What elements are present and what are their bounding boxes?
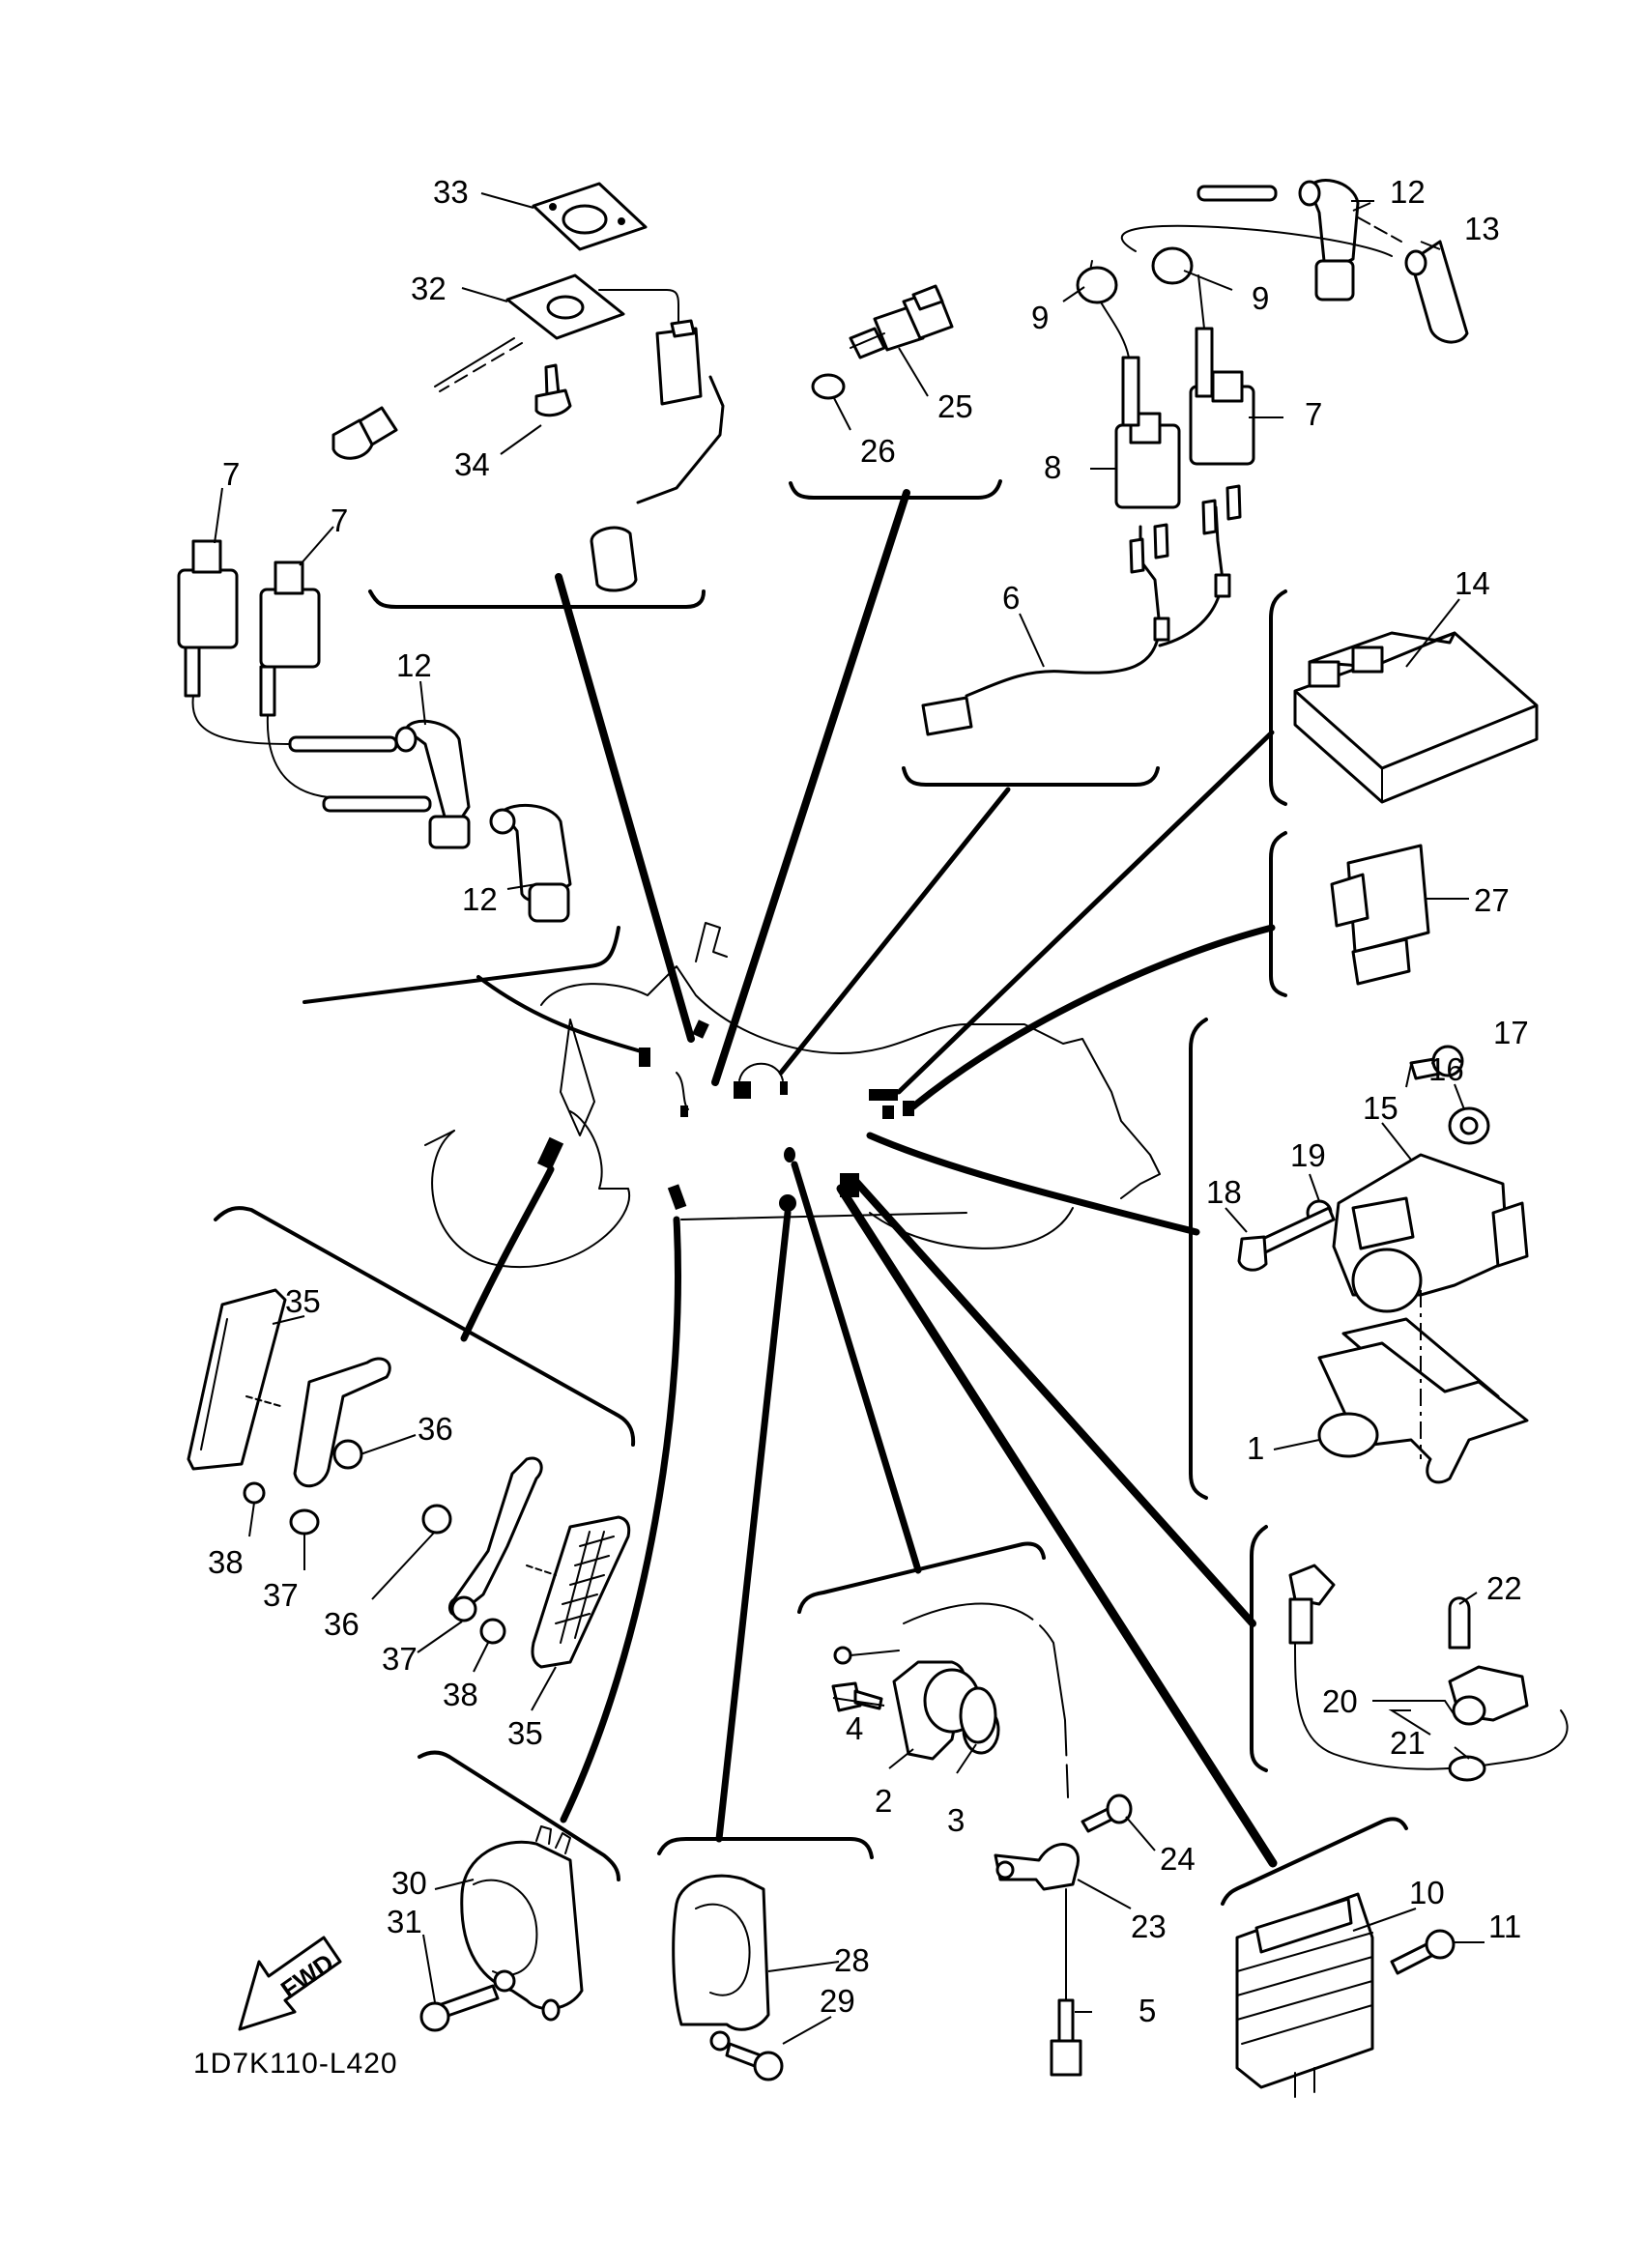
callout-30: 30	[391, 1865, 427, 1901]
callout-7c: 7	[1305, 396, 1322, 432]
callout-6: 6	[1002, 580, 1020, 616]
leader-lines	[214, 192, 1484, 2045]
callout-25: 25	[937, 388, 973, 424]
callout-13: 13	[1464, 211, 1500, 246]
callout-12c: 12	[1390, 174, 1426, 210]
callout-37a: 37	[263, 1577, 299, 1613]
callout-9b: 9	[1252, 280, 1269, 316]
pointer-lines	[460, 489, 1278, 1868]
callout-37b: 37	[382, 1641, 418, 1677]
ecu-icon	[1293, 631, 1539, 804]
callout-34: 34	[454, 446, 490, 482]
callout-29: 29	[820, 1983, 855, 2019]
callout-38b: 38	[443, 1677, 478, 1712]
callout-32: 32	[411, 271, 447, 306]
spark-plug-cap-icon	[1121, 179, 1469, 344]
ignition-coil-icon	[921, 246, 1255, 736]
callout-38a: 38	[208, 1544, 244, 1580]
callout-17: 17	[1493, 1015, 1529, 1050]
callout-14: 14	[1455, 565, 1490, 601]
fuel-sender-icon	[331, 182, 725, 592]
callout-28: 28	[834, 1942, 870, 1978]
callout-7a: 7	[222, 456, 240, 492]
callout-35b: 35	[507, 1715, 543, 1751]
temperature-sensor-icon	[811, 284, 954, 400]
callout-18: 18	[1206, 1174, 1242, 1210]
group-brackets	[214, 479, 1408, 1906]
callout-12a: 12	[396, 647, 432, 683]
callout-12b: 12	[462, 881, 498, 917]
callout-27: 27	[1474, 882, 1510, 918]
callout-36b: 36	[324, 1606, 360, 1642]
speed-sensor-icon	[831, 1602, 1133, 2077]
callout-labels: 33 32 34 7 7 12 12 25 26 9 9 12 13 7 8 6…	[208, 174, 1529, 2028]
reflector-icon	[187, 1288, 631, 1669]
callout-10: 10	[1409, 1875, 1445, 1910]
callout-36a: 36	[418, 1411, 453, 1447]
callout-9a: 9	[1031, 300, 1049, 335]
callout-7b: 7	[331, 502, 348, 538]
left-ignition-coils	[177, 539, 572, 923]
callout-22: 22	[1486, 1570, 1522, 1606]
horn-icon	[419, 1825, 584, 2032]
throttle-sensor-icon	[1237, 1045, 1529, 1484]
callout-5: 5	[1139, 1993, 1156, 2028]
callout-11: 11	[1488, 1909, 1521, 1944]
cam-sensor-icon	[1288, 1564, 1569, 1782]
callout-24: 24	[1160, 1841, 1196, 1877]
horn-icon-2	[672, 1874, 784, 2081]
rectifier-icon	[1235, 1892, 1456, 2098]
callout-2: 2	[875, 1783, 892, 1819]
callout-20: 20	[1322, 1683, 1358, 1719]
callout-23: 23	[1131, 1909, 1167, 1944]
relay-icon	[1330, 844, 1430, 986]
callout-31: 31	[387, 1904, 422, 1939]
callout-15: 15	[1363, 1090, 1398, 1126]
callout-21: 21	[1390, 1725, 1426, 1761]
callout-16: 16	[1428, 1051, 1464, 1087]
forward-arrow-icon: FWD	[238, 1936, 342, 2031]
callout-4: 4	[846, 1710, 863, 1746]
callout-1: 1	[1247, 1430, 1264, 1466]
diagram-code: 1D7K110-L420	[193, 2048, 398, 2080]
callout-35a: 35	[285, 1283, 321, 1319]
callout-8: 8	[1044, 449, 1061, 485]
callout-33: 33	[433, 174, 469, 210]
callout-3: 3	[947, 1802, 965, 1838]
callout-26: 26	[860, 433, 896, 469]
callout-19: 19	[1290, 1137, 1326, 1173]
